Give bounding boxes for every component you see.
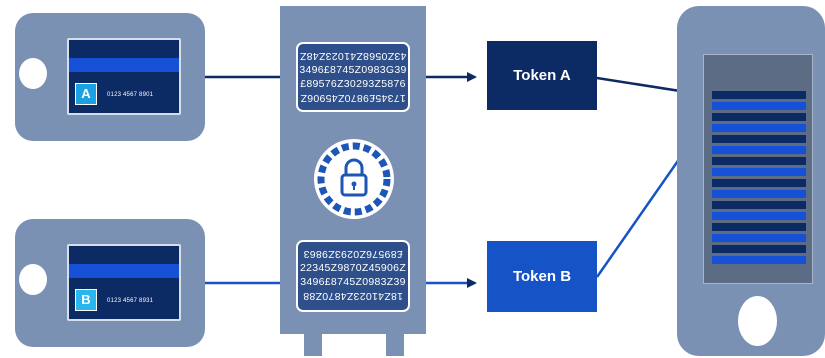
code-line: £89576Z0293Z9863 bbox=[303, 248, 403, 260]
code-line: 17345£9870Z45906Z bbox=[300, 92, 406, 104]
screen-token-bar bbox=[712, 212, 806, 220]
screen-token-bar bbox=[712, 190, 806, 198]
lock-icon bbox=[313, 138, 395, 220]
card-a-label: A bbox=[75, 83, 97, 105]
screen-token-bar bbox=[712, 135, 806, 143]
code-line: 22345Z9870Z45906Z bbox=[299, 262, 407, 274]
vault-leg-left bbox=[304, 330, 322, 356]
mobile-device bbox=[677, 6, 825, 356]
card-holder-b: B 0123 4567 8931 bbox=[15, 219, 205, 347]
card-a-number: 0123 4567 8901 bbox=[107, 92, 154, 98]
code-box-bottom: £89576Z0293Z9863 22345Z9870Z45906Z 3496£… bbox=[296, 240, 410, 312]
home-button bbox=[738, 296, 777, 346]
card-a: A 0123 4567 8901 bbox=[67, 38, 181, 115]
card-b: B 0123 4567 8931 bbox=[67, 244, 181, 321]
card-b-number: 0123 4567 8931 bbox=[107, 298, 154, 304]
screen-token-bar bbox=[712, 256, 806, 264]
code-line: £89576Z30293Z5876 bbox=[300, 78, 406, 90]
vault-leg-right bbox=[386, 330, 404, 356]
screen-token-bar bbox=[712, 179, 806, 187]
token-b-box: Token B bbox=[487, 241, 597, 312]
screen-token-bar bbox=[712, 102, 806, 110]
screen-token-bar bbox=[712, 91, 806, 99]
tag-hole-a bbox=[19, 58, 47, 89]
screen-token-bar bbox=[712, 223, 806, 231]
code-line: 43Z0568Z41023Z48Z bbox=[299, 50, 407, 62]
code-line: 3496£8745Z0983Z39 bbox=[300, 276, 406, 288]
screen-token-bar bbox=[712, 234, 806, 242]
screen-token-bar bbox=[712, 168, 806, 176]
token-a-box: Token A bbox=[487, 41, 597, 110]
card-b-stripe bbox=[69, 264, 179, 278]
card-holder-a: A 0123 4567 8901 bbox=[15, 13, 205, 141]
code-line: 18Z41023Z4870Z88 bbox=[303, 290, 403, 302]
screen-token-bar bbox=[712, 245, 806, 253]
screen-token-bar bbox=[712, 124, 806, 132]
card-b-label: B bbox=[75, 289, 97, 311]
tag-hole-b bbox=[19, 264, 47, 295]
code-line: 3496£8745Z0983G39 bbox=[299, 64, 407, 76]
card-a-stripe bbox=[69, 58, 179, 72]
screen-token-bar bbox=[712, 113, 806, 121]
screen-token-bar bbox=[712, 146, 806, 154]
screen-token-bar bbox=[712, 201, 806, 209]
screen-token-bar bbox=[712, 157, 806, 165]
code-box-top: 43Z0568Z41023Z48Z 3496£8745Z0983G39 £895… bbox=[296, 42, 410, 112]
token-list bbox=[712, 91, 806, 267]
phone-screen bbox=[703, 54, 813, 284]
